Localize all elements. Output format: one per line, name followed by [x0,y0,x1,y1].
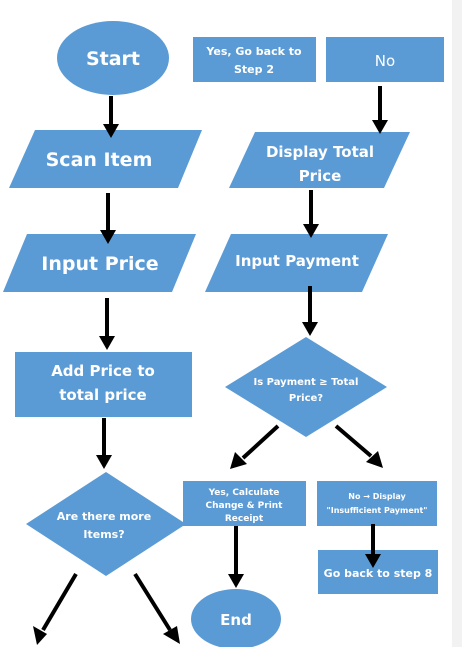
node-more-items-label-line1: Are there more [57,510,151,523]
arrow-display-to-input-payment [303,190,319,238]
node-no-label: No [375,52,395,70]
page-edge [452,0,462,647]
arrow-no-display-to-go-back [365,524,381,568]
node-start-label: Start [86,48,140,70]
arrow-yes-calc-to-end [228,526,244,588]
node-start: Start [57,21,169,95]
arrow-no-to-display-total [372,86,388,134]
node-add-price-label-line2: total price [59,386,146,404]
arrow-check-no [334,424,383,468]
node-end: End [191,589,281,647]
arrow-scan-to-input-price [100,193,116,244]
arrow-start-to-scan [103,96,119,138]
node-no: No [326,37,444,82]
node-no-display: No → Display "Insufficient Payment" [317,481,437,526]
arrow-decision-yes-left [33,572,78,645]
node-payment-check-decision: Is Payment ≥ Total Price? [225,337,387,437]
node-add-price-label-line1: Add Price to [51,362,155,380]
node-add-price: Add Price to total price [15,352,192,417]
node-input-payment-label: Input Payment [235,252,359,270]
node-input-price: Input Price [3,234,196,292]
arrow-decision-no-right [133,572,180,644]
node-scan-item-label: Scan Item [46,149,153,171]
node-scan-item: Scan Item [9,130,202,188]
node-yes-go-back-label-line2: Step 2 [234,63,274,76]
node-display-total: Display Total Price [229,132,410,188]
node-input-payment: Input Payment [205,234,388,292]
arrow-input-price-to-add [99,298,115,350]
node-more-items-label-line2: Items? [83,528,124,541]
node-yes-calculate-label-line3: Receipt [225,514,264,524]
node-yes-go-back-label-line1: Yes, Go back to [205,45,302,58]
node-go-back-step8-label: Go back to step 8 [324,567,433,580]
arrow-check-yes [230,424,280,469]
arrow-payment-to-check [302,286,318,336]
node-input-price-label: Input Price [41,253,158,275]
node-display-total-label-line1: Display Total [266,143,374,161]
node-yes-calculate-label-line1: Yes, Calculate [208,488,280,498]
node-yes-go-back: Yes, Go back to Step 2 [193,37,316,82]
node-more-items-decision: Are there more Items? [26,472,186,576]
node-no-display-label-line1: No → Display [348,492,406,501]
node-no-display-label-line2: "Insufficient Payment" [327,506,428,515]
node-payment-check-label-line1: Is Payment ≥ Total [254,377,359,388]
node-payment-check-label-line2: Price? [289,393,323,404]
node-yes-calculate-label-line2: Change & Print [206,501,284,511]
node-display-total-label-line2: Price [299,167,342,185]
node-end-label: End [220,611,252,629]
arrow-add-to-decision [96,418,112,469]
node-yes-calculate: Yes, Calculate Change & Print Receipt [183,481,306,526]
